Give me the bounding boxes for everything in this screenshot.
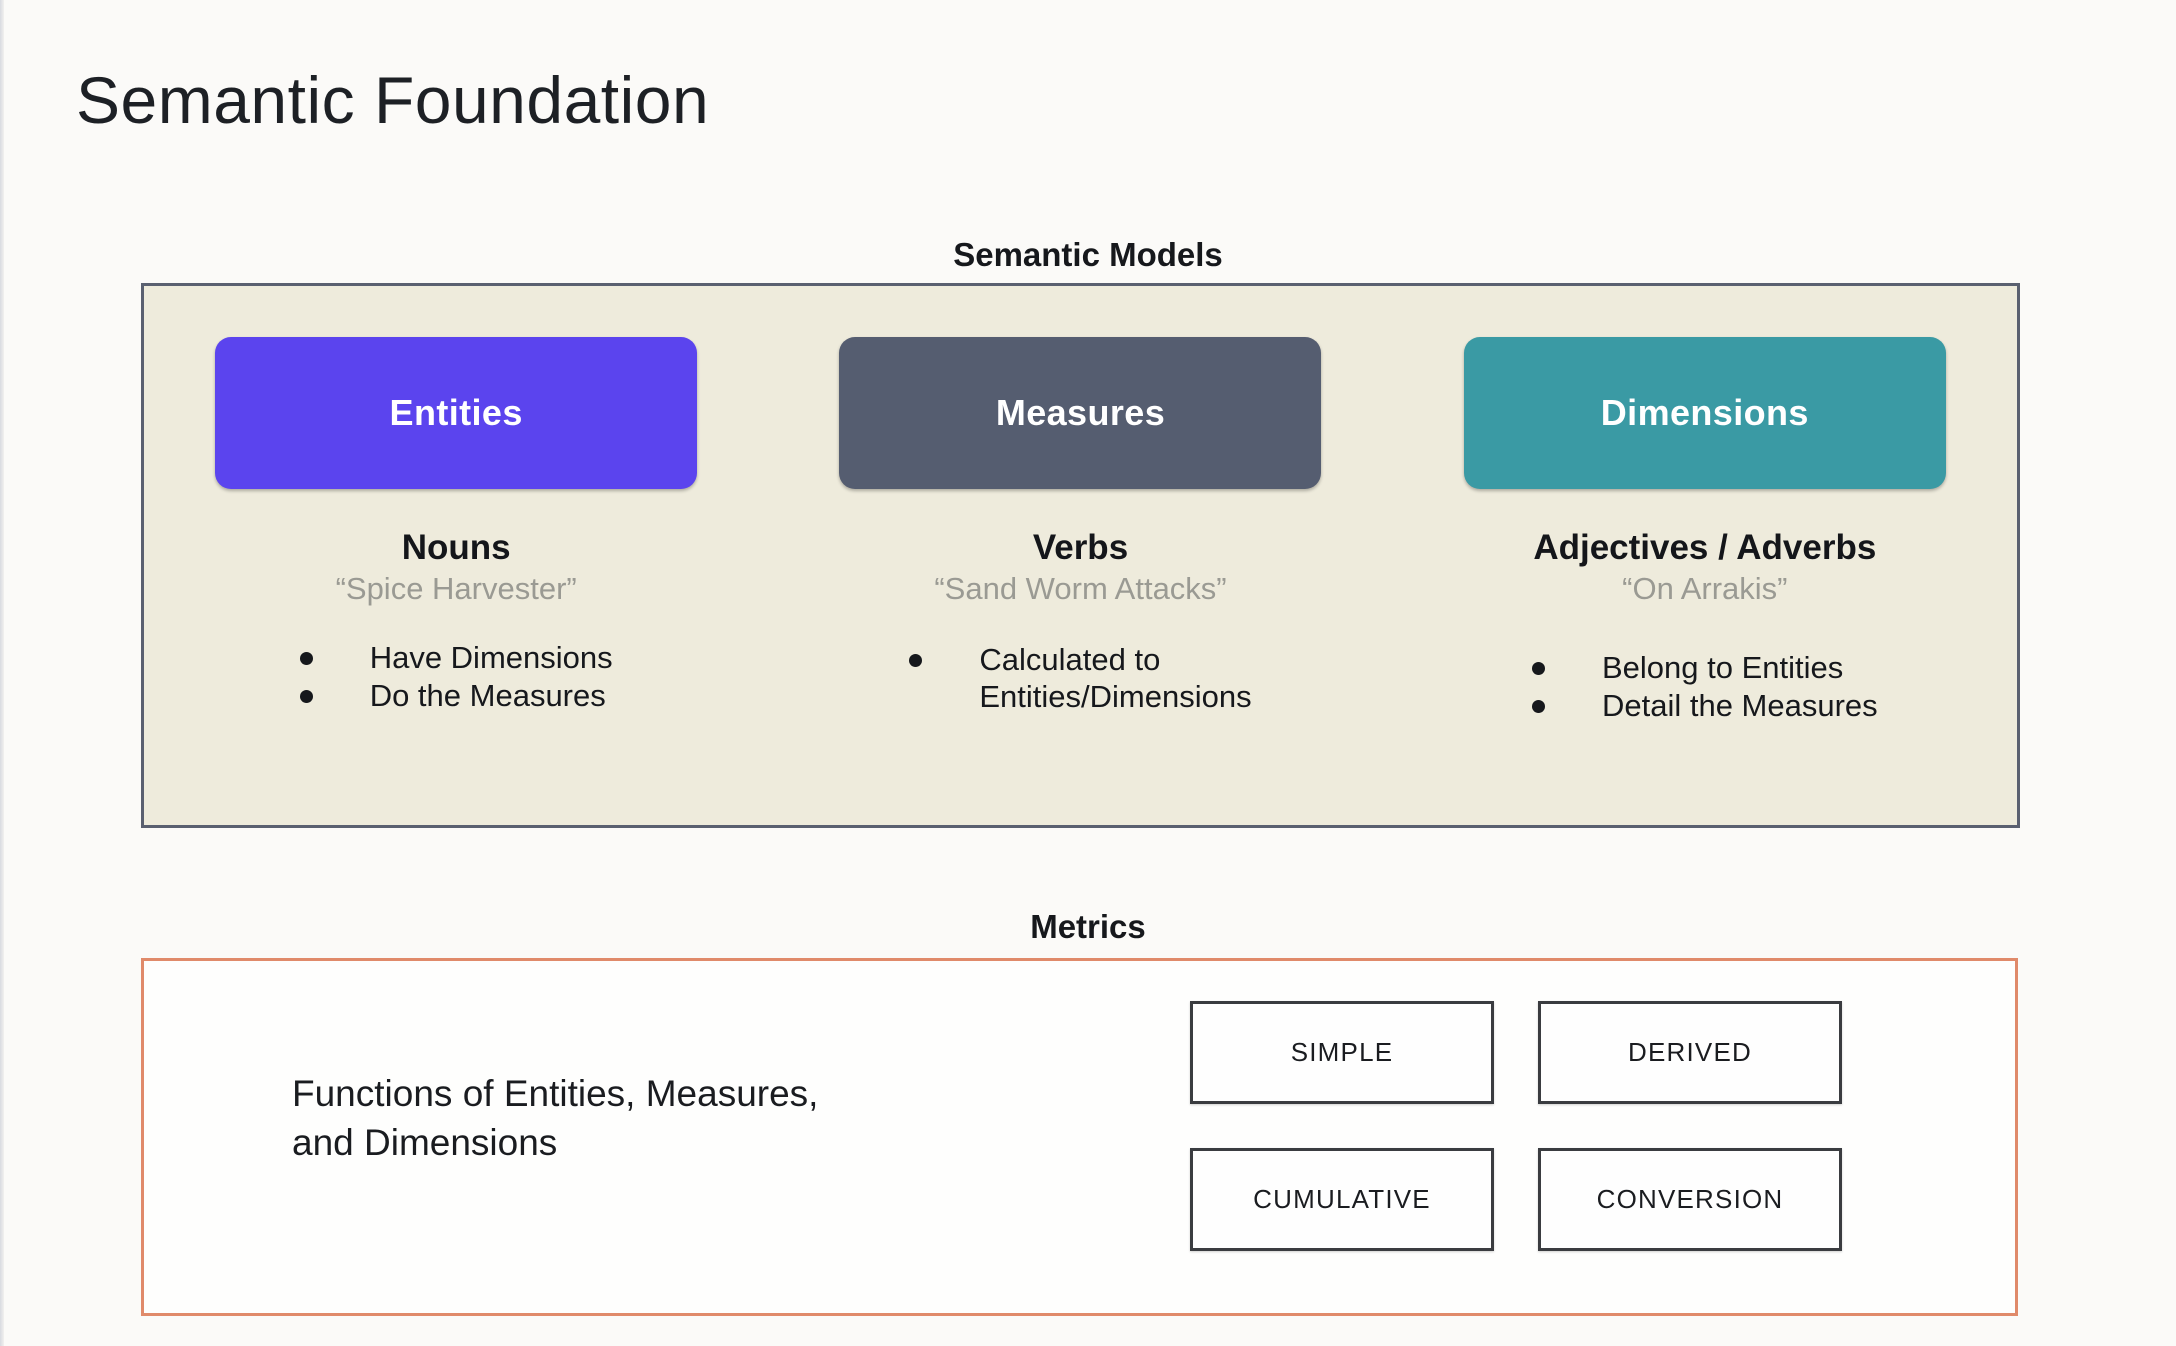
metrics-description: Functions of Entities, Measures, and Dim… <box>292 1073 819 1164</box>
metric-type-conversion[interactable]: CONVERSION <box>1538 1148 1842 1251</box>
left-edge-strip <box>0 0 4 1346</box>
metric-type-cumulative[interactable]: CUMULATIVE <box>1190 1148 1494 1251</box>
measures-part-of-speech: Verbs <box>1032 528 1129 567</box>
model-column-entities: Entities Nouns “Spice Harvester” Have Di… <box>144 286 768 825</box>
list-item: Belong to Entities <box>1531 650 1878 687</box>
list-item: Calculated to Entities/Dimensions <box>909 642 1252 715</box>
metric-type-grid: SIMPLE DERIVED CUMULATIVE CONVERSION <box>1190 1001 1842 1251</box>
bullet-label: Have Dimensions <box>369 640 613 675</box>
bullet-label: Calculated to Entities/Dimensions <box>979 642 1252 714</box>
metric-type-derived[interactable]: DERIVED <box>1538 1001 1842 1104</box>
bullet-label: Belong to Entities <box>1601 650 1844 685</box>
metric-type-simple[interactable]: SIMPLE <box>1190 1001 1494 1104</box>
measures-bullet-list: Calculated to Entities/Dimensions <box>909 642 1252 716</box>
semantic-models-columns: Entities Nouns “Spice Harvester” Have Di… <box>144 286 2017 825</box>
entities-part-of-speech: Nouns <box>401 528 511 567</box>
list-item: Detail the Measures <box>1531 687 1878 725</box>
dimensions-part-of-speech: Adjectives / Adverbs <box>1533 528 1877 567</box>
semantic-models-panel: Entities Nouns “Spice Harvester” Have Di… <box>141 283 2020 828</box>
page-title: Semantic Foundation <box>76 63 710 137</box>
model-column-measures: Measures Verbs “Sand Worm Attacks” Calcu… <box>768 286 1392 825</box>
bullet-dot-icon <box>299 652 313 665</box>
measures-example: “Sand Worm Attacks” <box>934 571 1227 606</box>
metrics-heading: Metrics <box>1030 908 1146 945</box>
metrics-panel: Functions of Entities, Measures, and Dim… <box>141 958 2018 1316</box>
dimensions-chip[interactable]: Dimensions <box>1463 337 1946 489</box>
bullet-label: Do the Measures <box>369 677 606 713</box>
entities-example: “Spice Harvester” <box>335 571 577 606</box>
bullet-label: Detail the Measures <box>1601 687 1878 723</box>
bullet-dot-icon <box>1531 662 1545 675</box>
dimensions-bullet-list: Belong to Entities Detail the Measures <box>1531 650 1878 725</box>
list-item: Do the Measures <box>299 677 613 715</box>
semantic-models-heading: Semantic Models <box>953 236 1223 273</box>
bullet-dot-icon <box>909 654 923 667</box>
entities-chip[interactable]: Entities <box>215 337 698 489</box>
entities-bullet-list: Have Dimensions Do the Measures <box>299 640 613 715</box>
measures-chip[interactable]: Measures <box>839 337 1322 489</box>
list-item: Have Dimensions <box>299 640 613 677</box>
dimensions-example: “On Arrakis” <box>1622 571 1788 606</box>
bullet-dot-icon <box>299 689 313 703</box>
model-column-dimensions: Dimensions Adjectives / Adverbs “On Arra… <box>1393 286 2017 825</box>
bullet-dot-icon <box>1531 699 1545 713</box>
